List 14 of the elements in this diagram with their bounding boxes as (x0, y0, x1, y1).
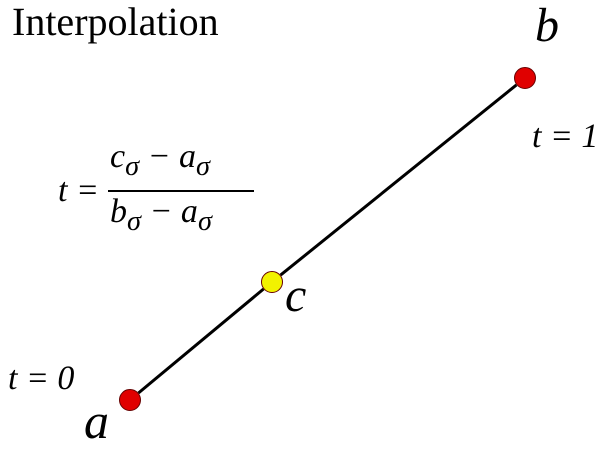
point-dot (119, 389, 141, 411)
title: Interpolation (12, 2, 219, 42)
parameter-label: t = 0 (8, 362, 74, 396)
point-label: c (285, 272, 306, 320)
line-segment (138, 288, 264, 394)
formula-denominator: b$_{σ}$ − a$_{σ}$ (110, 195, 212, 236)
point-label: b (535, 2, 559, 50)
point-dot (261, 271, 283, 293)
formula-numerator: c$_{σ}$ − a$_{σ}$ (110, 140, 210, 182)
point-label: a (84, 396, 109, 446)
formula-text: t = (58, 174, 99, 208)
line-segment (280, 84, 518, 276)
parameter-label: t = 1 (532, 120, 598, 154)
point-dot (514, 67, 536, 89)
